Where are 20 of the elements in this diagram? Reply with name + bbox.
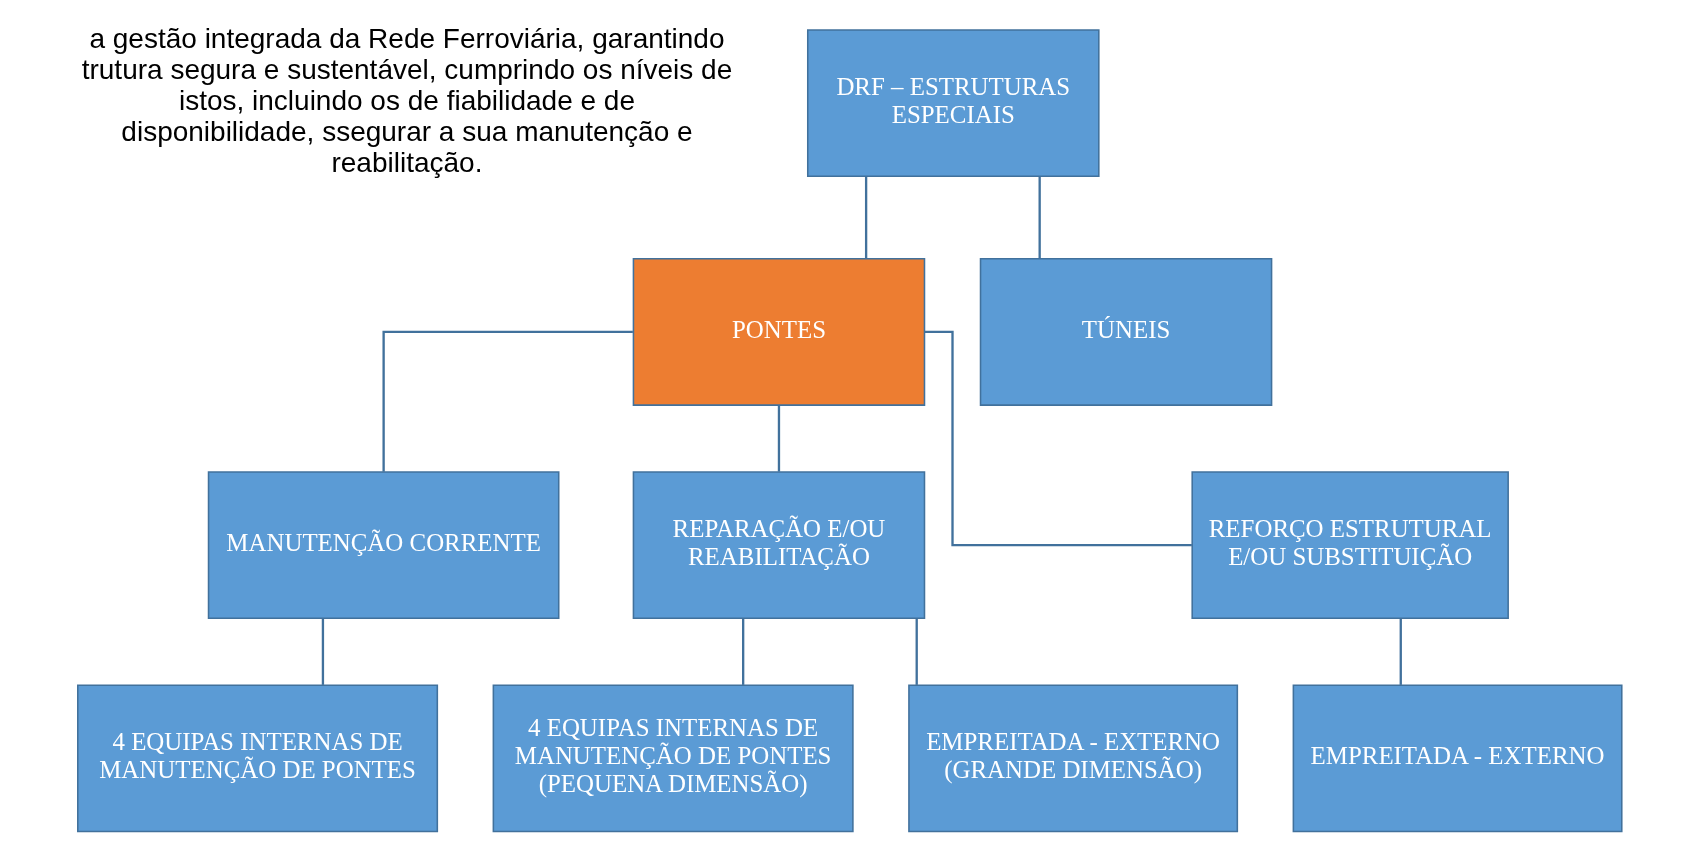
node-box: TÚNEIS: [979, 258, 1272, 406]
connector: [924, 330, 1192, 547]
node-box: 4 EQUIPAS INTERNAS DE MANUTENÇÃO DE PONTES (PEQUENA DIMENSÃO): [492, 684, 854, 833]
connector: [741, 618, 744, 685]
connector: [321, 618, 324, 685]
node-box: EMPREITADA - EXTERNO: [1292, 684, 1623, 833]
node-box: 4 EQUIPAS INTERNAS DE MANUTENÇÃO DE PONTES: [76, 684, 438, 833]
connector: [864, 176, 867, 259]
node-box: PONTES: [632, 258, 925, 406]
node-box: DRF – ESTRUTURAS ESPECIAIS: [806, 29, 1100, 178]
label: a gestão integrada da Rede Ferroviária, garantindo trutura segura e sustentável, cumprindo os níveis de istos, incluindo os de fiabilidade e de disponibilidade, ssegurar a sua manutenção e reabilitação.: [81, 22, 732, 179]
connector: [1399, 618, 1402, 685]
connector: [915, 618, 918, 685]
node-box: MANUTENÇÃO CORRENTE: [207, 471, 559, 620]
node-box: REFORÇO ESTRUTURAL E/OU SUBSTITUIÇÃO: [1190, 471, 1509, 620]
node-box: EMPREITADA - EXTERNO (GRANDE DIMENSÃO): [907, 684, 1238, 833]
connector: [381, 330, 633, 472]
node-box: REPARAÇÃO E/OU REABILITAÇÃO: [632, 471, 925, 620]
connector: [777, 405, 780, 472]
connector: [1038, 176, 1041, 259]
